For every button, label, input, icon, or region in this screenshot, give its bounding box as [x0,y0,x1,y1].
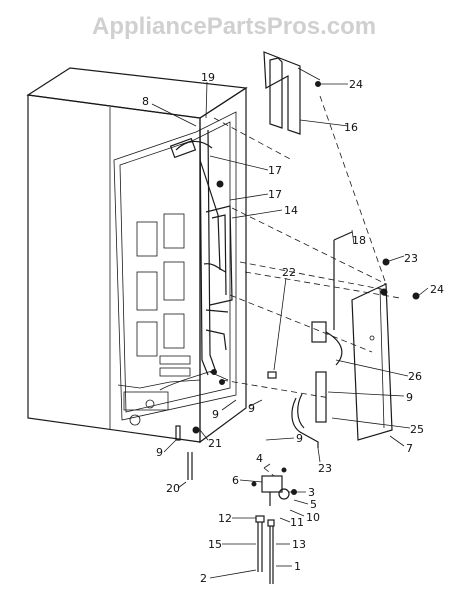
callout-11: 11 [290,516,304,529]
part-7-access-cover [351,283,393,441]
tubes-lower [209,515,292,584]
callout-9-mid-right: 9 [296,432,303,445]
callout-22: 22 [282,266,296,279]
callout-9-right: 9 [406,391,413,404]
callout-1: 1 [294,560,301,573]
callout-14: 14 [284,204,298,217]
callout-labels: 19 8 24 16 17 17 14 18 23 24 22 26 9 25 … [142,71,444,585]
callout-9-left-center: 9 [212,408,219,421]
callout-13: 13 [292,538,306,551]
back-cover-vents [136,213,191,377]
part-24-screw-top [315,81,321,87]
callout-19: 19 [201,71,215,84]
part-18-wire-harness [333,231,353,330]
callout-7: 7 [406,442,413,455]
part-9-clip-left [175,425,181,441]
callout-23-bottom: 23 [318,462,332,475]
callout-4: 4 [256,452,263,465]
part-25-water-valve-tube [291,371,327,448]
callout-20: 20 [166,482,180,495]
part-20-filter-tube [187,452,193,480]
callout-9-left: 9 [156,446,163,459]
part-24-screw-right [412,292,420,300]
leader-lines [151,81,429,545]
part-21-fitting [192,426,200,434]
callout-23-top: 23 [404,252,418,265]
callout-18: 18 [352,234,366,247]
callout-10: 10 [306,511,320,524]
callout-6: 6 [232,474,239,487]
callout-12: 12 [218,512,232,525]
callout-15: 15 [208,538,222,551]
callout-16: 16 [344,121,358,134]
callout-24-top: 24 [349,78,363,91]
callout-17-lower: 17 [268,188,282,201]
callout-26: 26 [408,370,422,383]
callout-21: 21 [208,437,222,450]
assembly-guide-lines [213,95,401,399]
callout-8: 8 [142,95,149,108]
part-22-clip [267,371,277,379]
callout-24-right: 24 [430,283,444,296]
part-26-power-cord [311,321,343,366]
water-valve-assembly [251,467,297,506]
part-16-duct-cover [263,51,321,135]
water-tube-assembly [159,127,233,391]
callout-5: 5 [310,498,317,511]
watermark-text: AppliancePartsPros.com [92,13,376,40]
callout-3: 3 [308,486,315,499]
callout-17-upper: 17 [268,164,282,177]
callout-9-center: 9 [248,402,255,415]
refrigerator-cabinet [26,67,248,444]
callout-25: 25 [410,423,424,436]
callout-2: 2 [200,572,207,585]
